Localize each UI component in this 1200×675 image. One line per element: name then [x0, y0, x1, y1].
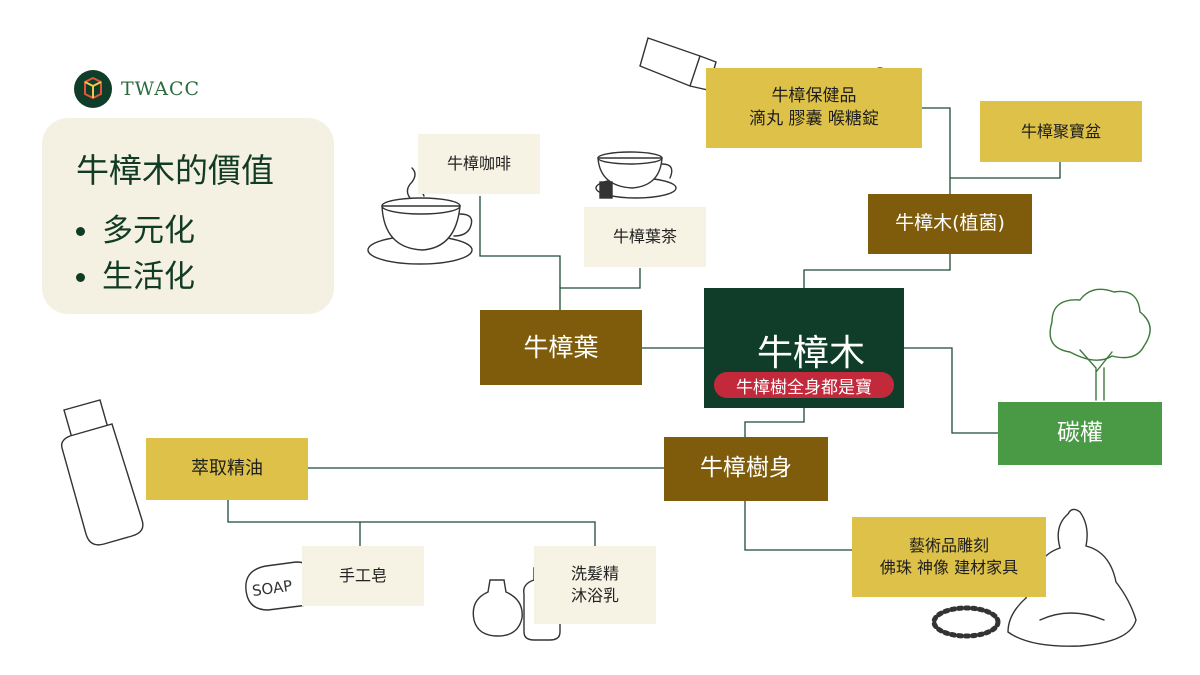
bullet-item: 多元化 [76, 208, 334, 254]
panel-bullets: 多元化 生活化 [76, 208, 334, 300]
soap-label: SOAP [251, 577, 293, 600]
bullet-item: 生活化 [76, 254, 334, 300]
node-leaf: 牛樟葉 [480, 310, 642, 385]
node-leaf-tea: 牛樟葉茶 [584, 207, 706, 267]
logo-icon [74, 70, 112, 108]
node-planted: 牛樟木(植菌) [868, 194, 1032, 254]
center-node: 牛樟木 牛樟樹全身都是寶 [704, 288, 904, 408]
node-essential-oil: 萃取精油 [146, 438, 308, 500]
logo: TWACC [74, 70, 200, 108]
node-soap: 手工皂 [302, 546, 424, 606]
oil-bottle-icon [60, 399, 144, 546]
logo-text: TWACC [121, 78, 201, 100]
node-carbon: 碳權 [998, 402, 1162, 465]
node-coffee: 牛樟咖啡 [418, 134, 540, 194]
tree-icon [1049, 288, 1151, 401]
tea-cup-icon [595, 151, 677, 199]
coffee-cup-icon [367, 167, 473, 265]
node-bonsai: 牛樟聚寶盆 [980, 101, 1142, 162]
node-art: 藝術品雕刻 佛珠 神像 建材家具 [852, 517, 1046, 597]
node-trunk: 牛樟樹身 [664, 437, 828, 501]
node-shampoo: 洗髮精 沐浴乳 [534, 546, 656, 624]
node-health: 牛樟保健品 滴丸 膠囊 喉糖錠 [706, 68, 922, 148]
prayer-beads-icon [931, 605, 1001, 639]
value-panel: 牛樟木的價值 多元化 生活化 [42, 118, 334, 314]
center-subtitle-badge: 牛樟樹全身都是寶 [714, 372, 894, 398]
center-title: 牛樟木 [756, 333, 865, 374]
panel-title: 牛樟木的價值 [76, 151, 274, 190]
